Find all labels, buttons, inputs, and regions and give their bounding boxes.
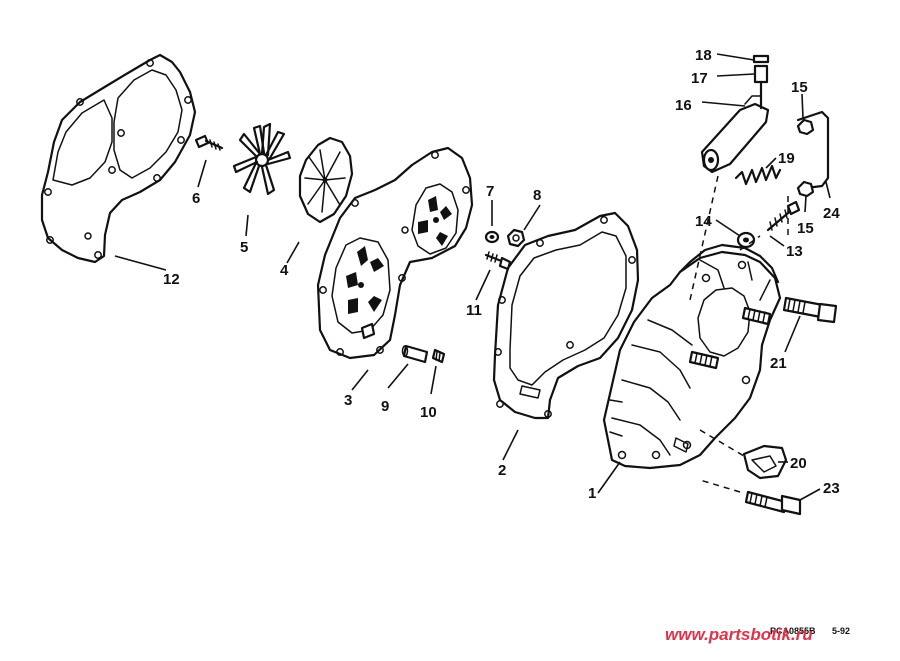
part-label-14: 14 — [695, 213, 712, 230]
bushing-14 — [736, 231, 756, 249]
part-label-17: 17 — [691, 70, 708, 87]
part-label-9: 9 — [381, 398, 389, 415]
part-label-11: 11 — [466, 302, 482, 319]
part-label-24: 24 — [823, 205, 840, 222]
clamp-20 — [742, 444, 788, 480]
impeller-5 — [232, 122, 292, 196]
drawing-code: PCA0855B — [770, 626, 816, 636]
part-label-4: 4 — [280, 262, 289, 279]
pin-17 — [753, 64, 769, 110]
part-label-2: 2 — [498, 462, 506, 479]
part-label-13: 13 — [786, 243, 803, 260]
part-label-12: 12 — [163, 271, 180, 288]
plate-4 — [298, 136, 354, 224]
nut-15-lower — [796, 180, 815, 198]
part-label-3: 3 — [344, 392, 352, 409]
throttle-arm-16 — [700, 95, 770, 174]
drawing-date: 5-92 — [832, 626, 850, 636]
watermark: www.partsbotik.ru — [665, 625, 813, 644]
part-label-15-upper: 15 — [791, 79, 808, 96]
part-label-19: 19 — [778, 150, 795, 167]
part-label-7: 7 — [486, 183, 494, 200]
screw-6 — [194, 134, 224, 151]
screw-10 — [431, 348, 446, 364]
part-label-6: 6 — [192, 190, 200, 207]
part-label-10: 10 — [420, 404, 437, 421]
housing-1 — [602, 243, 782, 470]
part-label-18: 18 — [695, 47, 712, 64]
part-label-21: 21 — [770, 355, 787, 372]
part-label-15-lower: 15 — [797, 220, 814, 237]
alignment-lines — [689, 175, 789, 493]
spring-19 — [734, 164, 782, 186]
part-label-20: 20 — [790, 455, 807, 472]
rod-24 — [796, 110, 830, 190]
nut-8 — [506, 228, 526, 248]
washer-7 — [484, 230, 500, 244]
screw-11 — [484, 251, 512, 271]
leader-lines — [114, 53, 831, 501]
bolt-21 — [782, 296, 838, 324]
part-label-5: 5 — [240, 239, 248, 256]
part-label-1: 1 — [588, 485, 596, 502]
nut-15-upper — [796, 118, 815, 136]
bolt-13 — [766, 200, 801, 232]
pump-plate-3 — [316, 146, 474, 360]
part-label-23: 23 — [823, 480, 840, 497]
clip-18 — [752, 54, 770, 64]
gasket-12 — [40, 53, 197, 264]
gasket-2 — [492, 211, 640, 420]
pin-9 — [401, 344, 429, 364]
bolt-23 — [744, 490, 802, 516]
part-label-8: 8 — [533, 187, 541, 204]
part-label-16: 16 — [675, 97, 692, 114]
